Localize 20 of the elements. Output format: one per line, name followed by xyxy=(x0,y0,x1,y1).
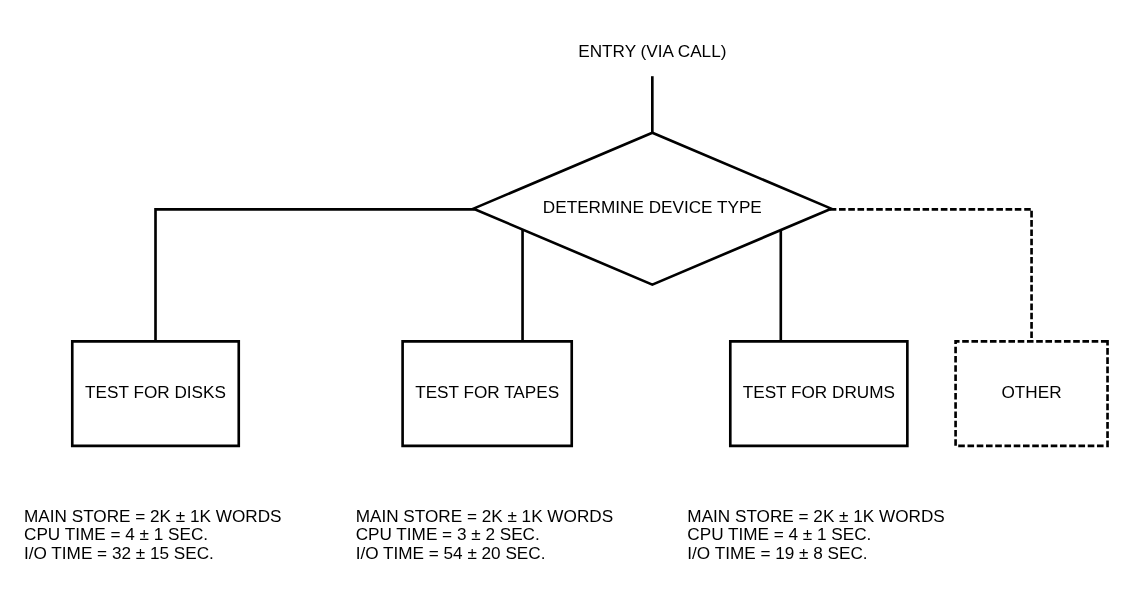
connector xyxy=(829,208,1033,342)
node-label: I/O TIME = 19 ± 8 SEC. xyxy=(687,542,868,563)
connector xyxy=(779,230,783,342)
node-label: I/O TIME = 32 ± 15 SEC. xyxy=(24,542,214,563)
node-label: MAIN STORE = 2K ± 1K WORDS xyxy=(24,505,282,526)
node-diamond: DETERMINE DEVICE TYPE xyxy=(470,131,835,287)
connector xyxy=(154,208,475,342)
connector xyxy=(651,76,654,133)
node-box: OTHER xyxy=(954,340,1109,448)
node-text: ENTRY (VIA CALL) xyxy=(578,40,727,61)
node-label: CPU TIME = 4 ± 1 SEC. xyxy=(687,524,872,545)
node-box: TEST FOR DRUMS xyxy=(728,340,909,448)
connector xyxy=(521,229,524,342)
node-box: TEST FOR DISKS xyxy=(70,340,241,448)
node-label: MAIN STORE = 2K ± 1K WORDS xyxy=(687,505,945,526)
node-box: TEST FOR TAPES xyxy=(401,340,574,448)
node-label: CPU TIME = 3 ± 2 SEC. xyxy=(355,524,540,545)
node-label: I/O TIME = 54 ± 20 SEC. xyxy=(355,542,546,563)
node-label: MAIN STORE = 2K ± 1K WORDS xyxy=(355,505,614,526)
node-label: CPU TIME = 4 ± 1 SEC. xyxy=(24,524,209,545)
